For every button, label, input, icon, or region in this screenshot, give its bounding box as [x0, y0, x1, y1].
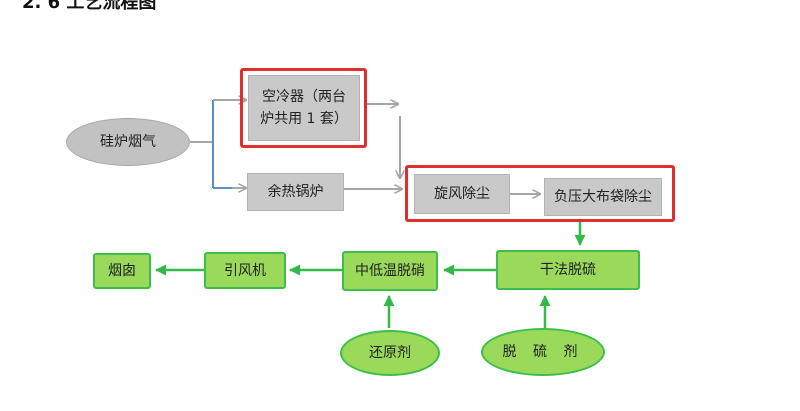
chimney-label: 烟囱	[108, 263, 136, 279]
negative-pressure-baghouse-node: 负压大布袋除尘	[544, 178, 662, 216]
air-cooler-label-line2: 炉共用 1 套）	[260, 111, 348, 127]
dry-desulfurization-node: 干法脱硫	[496, 250, 640, 290]
induced-draft-fan-node: 引风机	[204, 252, 286, 289]
silicon-furnace-flue-gas-node: 硅炉烟气	[66, 118, 190, 166]
cyclone-dust-removal-label: 旋风除尘	[434, 186, 490, 202]
chimney-node: 烟囱	[93, 253, 151, 289]
dust-removal-highlight-frame	[405, 165, 675, 222]
mid-low-temp-denitration-label: 中低温脱硝	[355, 263, 425, 279]
section-heading: 2. 6 工艺流程图	[22, 0, 157, 13]
reducing-agent-node: 还原剂	[340, 330, 440, 376]
negative-pressure-baghouse-label: 负压大布袋除尘	[554, 189, 652, 205]
dry-desulfurization-label: 干法脱硫	[540, 262, 596, 278]
induced-draft-fan-label: 引风机	[224, 262, 266, 279]
silicon-furnace-flue-gas-label: 硅炉烟气	[100, 134, 156, 150]
desulfurizer-label: 脱 硫 剂	[502, 344, 584, 360]
air-cooler-label-line1: 空冷器（两台	[262, 89, 346, 105]
air-cooler-highlight-frame	[240, 68, 367, 148]
mid-low-temp-denitration-node: 中低温脱硝	[342, 251, 438, 291]
reducing-agent-label: 还原剂	[369, 345, 411, 361]
waste-heat-boiler-label: 余热锅炉	[267, 184, 324, 200]
waste-heat-boiler-node: 余热锅炉	[247, 173, 344, 211]
desulfurizer-node: 脱 硫 剂	[481, 328, 605, 376]
cyclone-dust-removal-node: 旋风除尘	[414, 174, 510, 214]
air-cooler-node: 空冷器（两台 炉共用 1 套）	[248, 75, 360, 141]
